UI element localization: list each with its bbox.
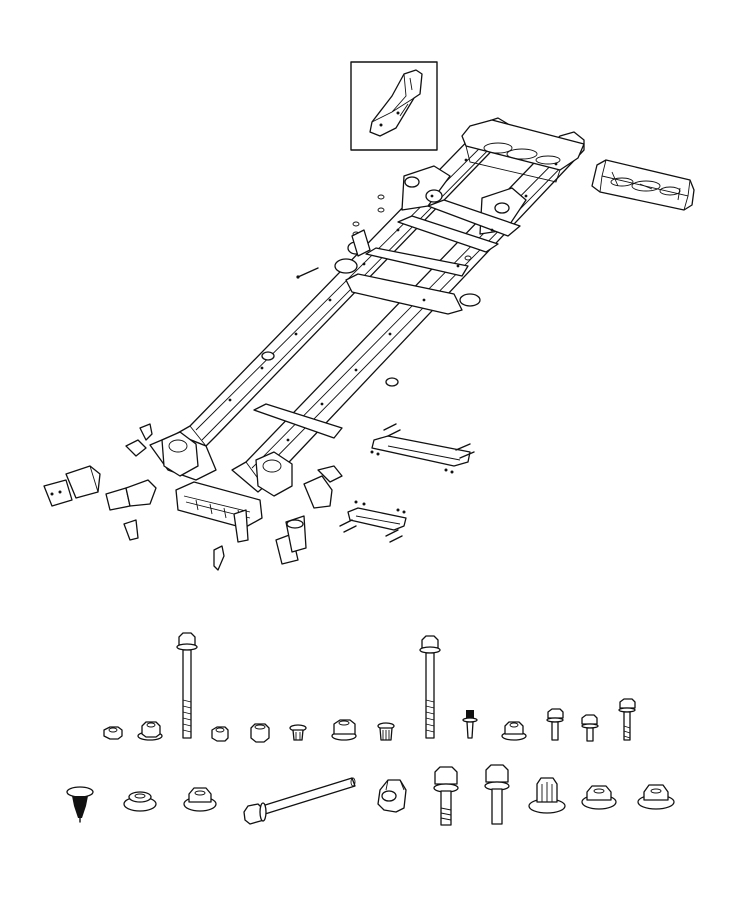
front-hook-bracket-right: [233, 509, 307, 565]
cage-nut-icon: [377, 779, 407, 813]
flange-nut-3-icon: [501, 721, 527, 741]
screw-icon: [462, 710, 478, 739]
push-rivet-icon: [66, 786, 94, 823]
flange-nut-2-icon: [377, 722, 395, 741]
flange-nut-icon: [137, 721, 163, 741]
inset-crossmember-bracket: [350, 61, 438, 151]
long-bolt-2-icon: [419, 635, 441, 739]
hex-flange-nut-icon: [183, 787, 217, 812]
front-body-mount-bracket-left: [105, 423, 157, 541]
hardware-row-1: [103, 632, 636, 743]
hex-bolt-2-icon: [484, 764, 510, 825]
small-nut-icon: [211, 726, 229, 742]
cab-mount-bracket: [351, 229, 371, 257]
long-bolt-icon: [176, 632, 198, 739]
hardware-row-2: [66, 764, 675, 826]
weld-stud-nut-icon: [528, 777, 566, 814]
hex-bolt-stud-icon: [581, 714, 599, 742]
round-nut-icon: [250, 723, 270, 743]
hex-bolt-long-icon: [618, 698, 636, 741]
hex-bolt-icon: [433, 766, 459, 826]
hex-bolt-short-icon: [546, 708, 564, 741]
flange-nut-4-icon: [581, 785, 617, 810]
front-hook-bracket-left: [43, 465, 101, 507]
front-body-mount-bracket-right: [213, 465, 343, 571]
long-flange-bolt-icon: [243, 777, 356, 825]
washer-spacer-icon: [123, 791, 157, 812]
transfer-case-crossmember: [370, 423, 475, 474]
hex-nut-small-icon: [103, 726, 123, 740]
rear-crossmember-detached: [591, 159, 695, 211]
skid-plate-crossmember: [339, 500, 407, 543]
push-pin-icon: [289, 724, 307, 741]
frame-assembly: [149, 117, 585, 529]
flange-nut-5-icon: [637, 784, 675, 810]
spacer-nut-icon: [331, 719, 357, 741]
